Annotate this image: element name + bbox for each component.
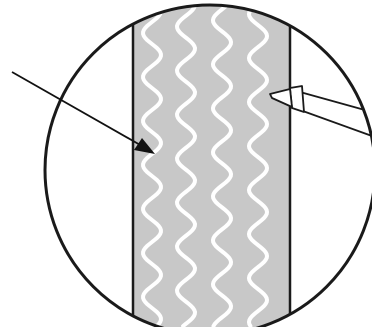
pipette-collar <box>290 86 304 112</box>
arrow-shaft <box>12 72 142 146</box>
pipette-body <box>300 92 372 136</box>
